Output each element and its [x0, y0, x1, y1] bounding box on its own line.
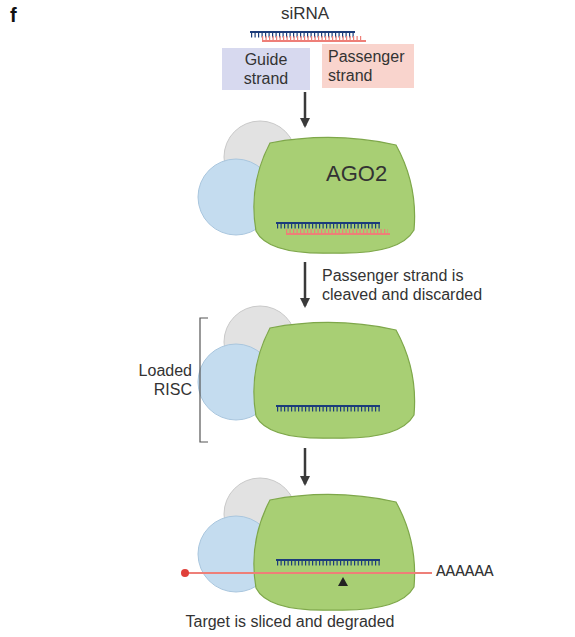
polya-tail: AAAAAA — [436, 563, 526, 582]
strand-tag: Guide strand — [222, 48, 310, 90]
step-note: Target is sliced and degraded — [150, 612, 430, 631]
molecule-label: siRNA — [255, 4, 355, 23]
ago2-outline — [248, 135, 418, 255]
node-text: AGO2 — [326, 161, 387, 187]
strand-tag: Passenger strand — [322, 44, 414, 88]
ago2-complex: AGO2 — [248, 135, 418, 255]
node-text: Guide strand — [226, 50, 306, 88]
panel-letter: f — [10, 6, 40, 25]
bracket-label: Loaded RISC — [100, 361, 192, 399]
step-note: Passenger strand is cleaved and discarde… — [322, 266, 512, 304]
node-text: Passenger strand — [328, 47, 408, 85]
